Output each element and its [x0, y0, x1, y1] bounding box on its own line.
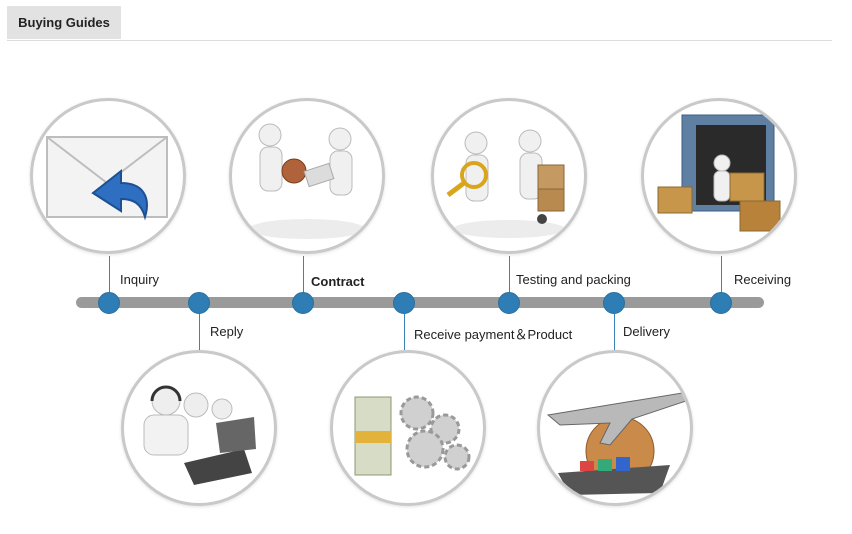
- testing-packing-icon: [446, 129, 565, 238]
- receiving-connector: [721, 256, 722, 296]
- timeline-node-testing-packing: [498, 292, 520, 314]
- timeline-node-contract: [292, 292, 314, 314]
- receive-payment-illustration: [330, 350, 486, 506]
- timeline-node-delivery: [603, 292, 625, 314]
- step-label-testing-packing: Testing and packing: [516, 272, 631, 287]
- process-timeline: [76, 297, 764, 308]
- contract-signing-icon: [249, 123, 365, 239]
- envelope-reply-icon: [46, 136, 168, 221]
- plane-ship-globe-icon: [546, 392, 687, 495]
- delivery-illustration: [537, 350, 693, 506]
- call-center-icon: [143, 385, 256, 485]
- receive-payment-connector: [404, 314, 405, 350]
- step-label-delivery: Delivery: [623, 324, 670, 339]
- step-label-contract: Contract: [311, 274, 365, 289]
- reply-connector: [199, 314, 200, 350]
- container-boxes-icon: [657, 114, 781, 232]
- inquiry-illustration: [30, 98, 186, 254]
- timeline-node-receive-payment: [393, 292, 415, 314]
- testing-packing-connector: [509, 256, 510, 296]
- delivery-connector: [614, 314, 615, 350]
- inquiry-connector: [109, 256, 110, 296]
- buying-guides-tab[interactable]: Buying Guides: [7, 6, 121, 39]
- timeline-node-receiving: [710, 292, 732, 314]
- step-label-receiving: Receiving: [734, 272, 792, 287]
- timeline-node-inquiry: [98, 292, 120, 314]
- contract-connector: [303, 256, 304, 296]
- money-gears-icon: [354, 395, 471, 476]
- header-divider: [7, 40, 832, 41]
- step-label-receive-payment: Receive payment＆Product: [414, 327, 573, 342]
- timeline-node-reply: [188, 292, 210, 314]
- step-label-inquiry: Inquiry: [120, 272, 160, 287]
- step-label-reply: Reply: [210, 324, 244, 339]
- testing-packing-illustration: [431, 98, 587, 254]
- contract-illustration: [229, 98, 385, 254]
- reply-illustration: [121, 350, 277, 506]
- receiving-illustration: [641, 98, 797, 254]
